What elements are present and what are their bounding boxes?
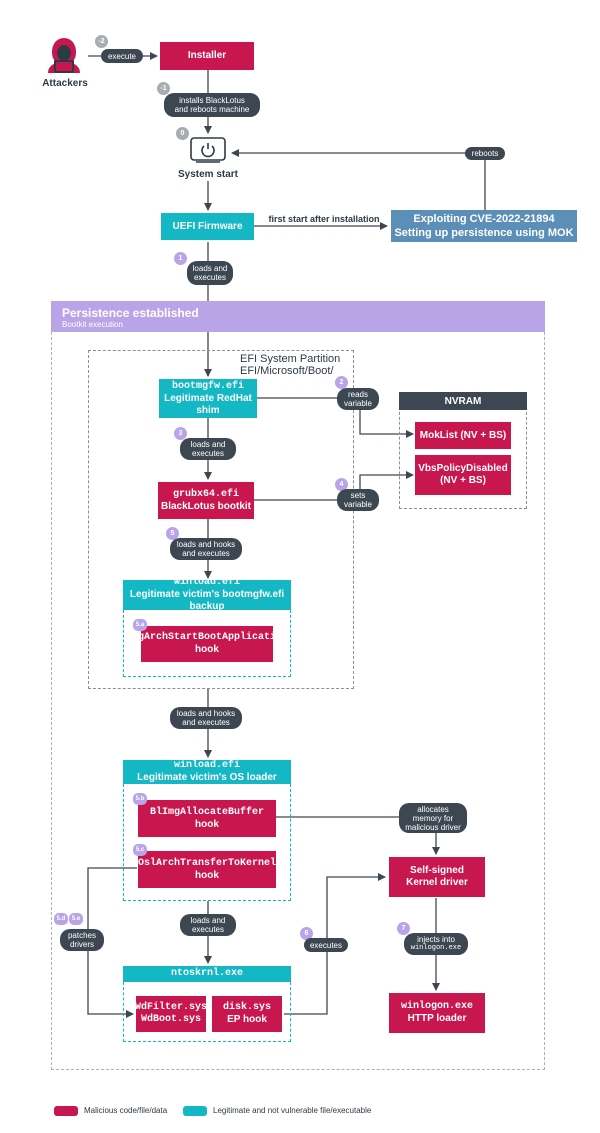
- legend-malicious-label: Malicious code/file/data: [84, 1106, 168, 1115]
- nvram-header: NVRAM: [399, 392, 527, 410]
- edge-label-executes-6: executes: [304, 938, 348, 952]
- vbspolicy-node: VbsPolicyDisabled(NV + BS): [415, 455, 511, 495]
- step-badge-5a: 5.a: [133, 619, 147, 631]
- hacker-icon: [45, 36, 83, 74]
- winload-backup-container: [123, 610, 291, 677]
- step-badge-0: 0: [176, 127, 189, 140]
- step-badge-5: 5: [166, 527, 179, 540]
- step-badge-5c: 5.c: [133, 844, 147, 856]
- winload-os-loader-container: [123, 784, 291, 901]
- persistence-region: [51, 332, 545, 1070]
- legend-legit-label: Legitimate and not vulnerable file/execu…: [213, 1106, 372, 1115]
- step-badge-5e: 5.e: [69, 913, 83, 925]
- persistence-title: Persistence established: [62, 306, 199, 320]
- step-badge-m1: -1: [157, 82, 170, 95]
- moklist-node: MokList (NV + BS): [415, 422, 511, 449]
- attackers-label: Attackers: [42, 78, 88, 89]
- installer-node: Installer: [160, 42, 254, 70]
- persistence-subtitle: Bootkit execution: [62, 320, 123, 329]
- edge-reboots: [231, 149, 486, 211]
- step-badge-1: 1: [174, 252, 187, 265]
- step-badge-3: 3: [174, 427, 187, 440]
- legend-malicious-swatch: [54, 1106, 78, 1116]
- system-start-label: System start: [177, 169, 239, 180]
- step-badge-m2: -2: [95, 35, 108, 48]
- ntoskrnl-header: ntoskrnl.exe: [123, 966, 291, 982]
- step-badge-5d: 5.d: [54, 913, 68, 925]
- uefi-firmware-node: UEFI Firmware: [161, 213, 254, 240]
- nvram-region: [399, 397, 527, 509]
- persistence-header: Persistence established Bootkit executio…: [51, 301, 545, 332]
- power-icon: [190, 137, 226, 163]
- edge-label-first-start: first start after installation: [268, 214, 380, 224]
- step-badge-7: 7: [397, 922, 410, 935]
- ntoskrnl-container: [123, 982, 291, 1042]
- edge-label-execute: execute: [101, 49, 143, 63]
- step-badge-6: 6: [300, 927, 313, 940]
- edge-label-reboots: reboots: [465, 147, 505, 160]
- step-badge-2: 2: [335, 376, 348, 389]
- step-badge-4: 4: [335, 478, 348, 491]
- legend-legit-swatch: [183, 1106, 207, 1116]
- step-badge-5b: 5.b: [133, 793, 147, 805]
- edge-reads: [257, 397, 414, 438]
- efi-partition-region: [88, 350, 354, 689]
- edge-sets: [254, 471, 414, 501]
